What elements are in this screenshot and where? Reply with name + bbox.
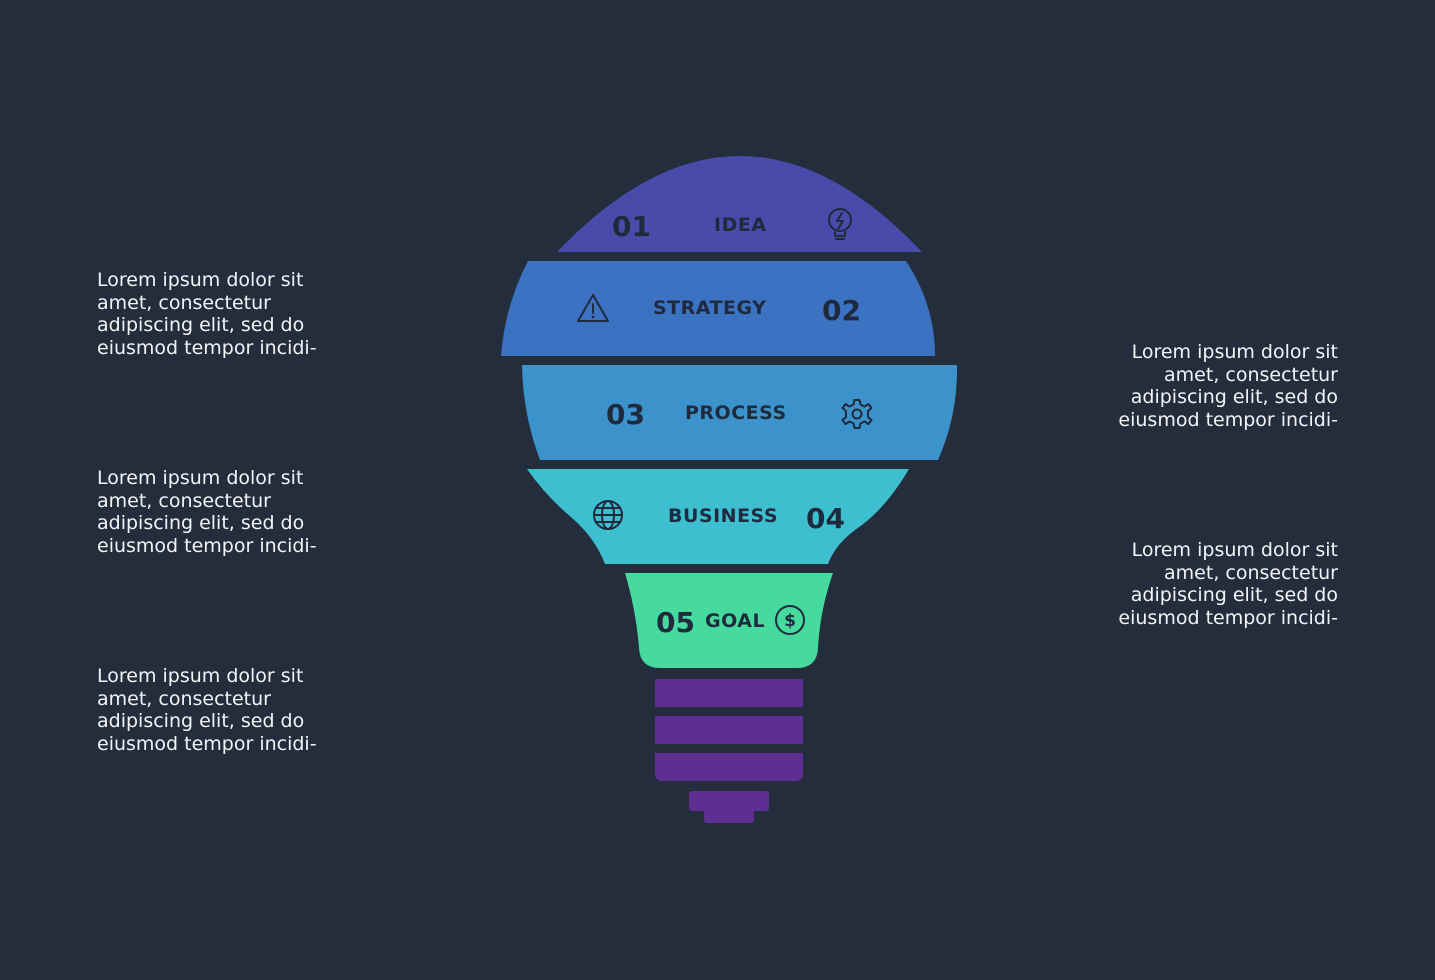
description-right-2: Lorem ipsum dolor sit amet, consectetur … bbox=[1038, 539, 1338, 629]
step-label: PROCESS bbox=[685, 402, 787, 424]
base-ring bbox=[655, 753, 803, 781]
base-tip bbox=[704, 808, 754, 823]
svg-text:$: $ bbox=[784, 611, 796, 631]
description-left-1: Lorem ipsum dolor sit amet, consectetur … bbox=[97, 269, 397, 359]
description-text: Lorem ipsum dolor sit amet, consectetur … bbox=[1118, 539, 1338, 629]
description-text: Lorem ipsum dolor sit amet, consectetur … bbox=[97, 269, 317, 359]
base-ring bbox=[655, 716, 803, 744]
step-label: BUSINESS bbox=[668, 505, 778, 527]
step-number: 04 bbox=[806, 502, 845, 535]
lightbulb-icon bbox=[828, 208, 852, 240]
segment-process bbox=[522, 365, 958, 460]
step-number: 01 bbox=[612, 210, 651, 243]
description-text: Lorem ipsum dolor sit amet, consectetur … bbox=[97, 665, 317, 755]
base-ring bbox=[655, 679, 803, 707]
segment-idea bbox=[557, 156, 922, 252]
segment-goal bbox=[625, 573, 833, 668]
description-right-1: Lorem ipsum dolor sit amet, consectetur … bbox=[1038, 341, 1338, 431]
step-label: IDEA bbox=[714, 214, 767, 236]
step-number: 03 bbox=[606, 398, 645, 431]
warning-icon bbox=[577, 294, 609, 322]
description-text: Lorem ipsum dolor sit amet, consectetur … bbox=[97, 467, 317, 557]
base-cap bbox=[689, 791, 769, 811]
description-left-2: Lorem ipsum dolor sit amet, consectetur … bbox=[97, 467, 397, 557]
step-label: GOAL bbox=[705, 610, 765, 632]
segment-strategy bbox=[501, 261, 935, 356]
step-number: 02 bbox=[822, 294, 861, 327]
globe-icon bbox=[593, 500, 623, 530]
step-label: STRATEGY bbox=[653, 297, 766, 319]
gear-icon bbox=[841, 399, 873, 429]
segment-business bbox=[527, 469, 909, 564]
description-text: Lorem ipsum dolor sit amet, consectetur … bbox=[1118, 341, 1338, 431]
description-left-3: Lorem ipsum dolor sit amet, consectetur … bbox=[97, 665, 397, 755]
dollar-icon: $ bbox=[775, 605, 805, 635]
step-number: 05 bbox=[656, 606, 695, 639]
